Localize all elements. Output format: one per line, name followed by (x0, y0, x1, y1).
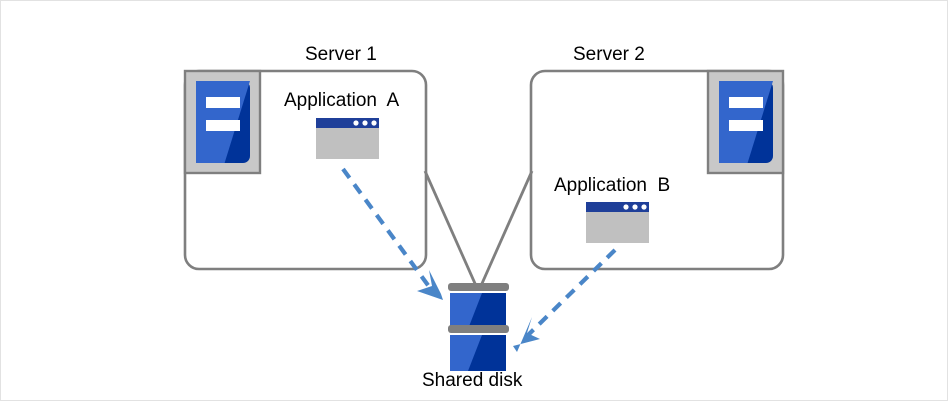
application-a-label: Application A (284, 90, 400, 111)
server2-icon (706, 69, 785, 175)
connector-server2-to-disk (478, 170, 534, 289)
server2-title: Server 2 (573, 44, 645, 65)
arrow-application-a-to-disk (341, 167, 443, 300)
shared-disk-label: Shared disk (422, 370, 523, 391)
shared-disk-icon (448, 283, 509, 371)
connector-server1-to-disk (423, 170, 479, 289)
application-b-label: Application B (554, 175, 671, 196)
server1-title: Server 1 (305, 44, 377, 65)
application-a-window-icon (316, 118, 379, 159)
arrow-application-b-to-disk (513, 248, 617, 352)
server1-icon (183, 69, 262, 175)
application-b-window-icon (586, 202, 649, 243)
